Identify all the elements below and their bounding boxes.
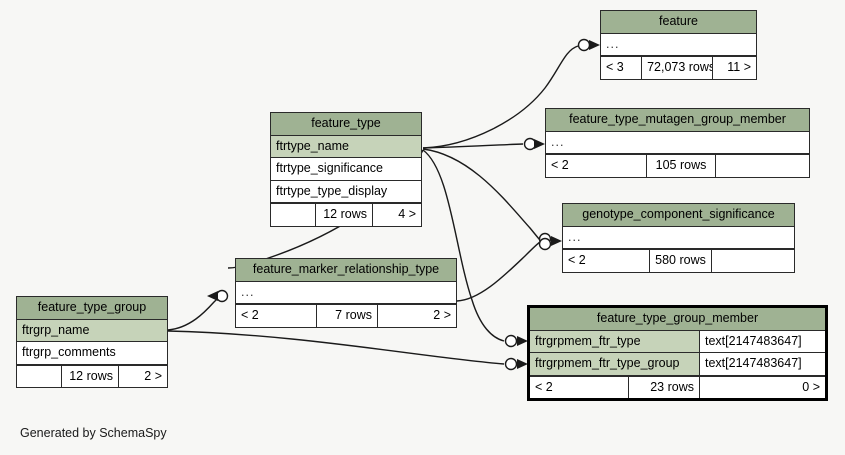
- column-name: ftrtype_name: [271, 135, 421, 157]
- footer-row-count: 105 rows: [646, 155, 715, 177]
- table-title: genotype_component_significance: [563, 204, 794, 227]
- footer-row-count: 580 rows: [649, 250, 711, 272]
- edge-feature-type-to-mutagen-group-member: [422, 143, 524, 149]
- table-feature-type-group-member[interactable]: feature_type_group_member ftrgrpmem_ftr_…: [527, 305, 828, 401]
- table-footer: 12 rows 2 >: [17, 364, 167, 387]
- footer-row-count: 72,073 rows: [641, 57, 713, 79]
- table-row[interactable]: ftrgrp_name: [17, 319, 167, 342]
- table-row[interactable]: ftrtype_type_display: [271, 180, 421, 203]
- table-row[interactable]: ftrgrpmem_ftr_type text[2147483647]: [530, 330, 825, 353]
- arrow-head: [589, 40, 600, 50]
- table-title: feature_type_group_member: [530, 308, 825, 331]
- table-title: feature_type_group: [17, 297, 167, 320]
- footer-parents: < 2: [236, 305, 316, 327]
- footer-row-count: 23 rows: [628, 376, 699, 398]
- edge-feature-type-to-genotype-significance: [422, 148, 541, 241]
- column-name: ftrtype_type_display: [271, 180, 421, 202]
- footer-row-count: 12 rows: [315, 204, 372, 226]
- footer-parents: < 2: [546, 155, 646, 177]
- footer-children: 2 >: [377, 305, 456, 327]
- footer-children: [715, 155, 809, 177]
- table-row[interactable]: ftrgrp_comments: [17, 342, 167, 365]
- footer-parents: < 3: [601, 57, 642, 79]
- table-feature[interactable]: feature ... < 3 72,073 rows 11 >: [600, 10, 757, 80]
- cardinality-circle: [577, 38, 591, 52]
- cardinality-circle: [504, 334, 518, 348]
- footer-parents: < 2: [530, 376, 628, 398]
- column-name: ...: [236, 281, 456, 303]
- cardinality-circle: [504, 357, 518, 371]
- footer-parents: [271, 204, 315, 226]
- column-name: ftrgrpmem_ftr_type_group: [530, 353, 699, 375]
- cardinality-circle: [538, 237, 552, 251]
- table-feature-type[interactable]: feature_type ftrtype_name ftrtype_signif…: [270, 112, 422, 227]
- table-title: feature_marker_relationship_type: [236, 259, 456, 282]
- footer-children: 11 >: [712, 57, 756, 79]
- table-row[interactable]: ...: [601, 33, 756, 56]
- cardinality-circle: [538, 232, 552, 246]
- table-footer: < 2 23 rows 0 >: [530, 375, 825, 398]
- schemaspy-credit: Generated by SchemaSpy: [20, 426, 167, 440]
- table-footer: 12 rows 4 >: [271, 203, 421, 226]
- footer-children: 2 >: [118, 365, 167, 387]
- table-title: feature: [601, 11, 756, 34]
- arrow-head: [207, 291, 218, 301]
- column-name: ftrgrp_name: [17, 319, 167, 341]
- column-name: ...: [563, 226, 794, 248]
- edge-group-to-group-member-ftr-type-group: [167, 330, 505, 365]
- footer-children: 4 >: [372, 204, 421, 226]
- column-type: text[2147483647]: [699, 330, 825, 352]
- arrow-head: [551, 236, 562, 246]
- column-name: ...: [546, 131, 809, 153]
- table-title: feature_type_mutagen_group_member: [546, 109, 809, 132]
- column-type: text[2147483647]: [699, 353, 825, 375]
- table-row[interactable]: ...: [546, 131, 809, 154]
- footer-parents: < 2: [563, 250, 649, 272]
- column-name: ftrgrpmem_ftr_type: [530, 330, 699, 352]
- table-row[interactable]: ...: [236, 281, 456, 304]
- footer-parents: [17, 365, 61, 387]
- column-name: ...: [601, 33, 756, 55]
- table-feature-type-group[interactable]: feature_type_group ftrgrp_name ftrgrp_co…: [16, 296, 168, 388]
- table-row[interactable]: ftrtype_name: [271, 135, 421, 158]
- table-row[interactable]: ftrgrpmem_ftr_type_group text[2147483647…: [530, 353, 825, 376]
- table-row[interactable]: ftrtype_significance: [271, 158, 421, 181]
- table-footer: < 3 72,073 rows 11 >: [601, 56, 756, 79]
- table-row[interactable]: ...: [563, 226, 794, 249]
- table-footer: < 2 580 rows: [563, 249, 794, 272]
- footer-row-count: 7 rows: [316, 305, 377, 327]
- table-feature-type-mutagen-group-member[interactable]: feature_type_mutagen_group_member ... < …: [545, 108, 810, 178]
- edge-group-to-marker-relationship-type: [167, 295, 222, 331]
- arrow-head: [534, 139, 545, 149]
- table-title: feature_type: [271, 113, 421, 136]
- footer-children: [711, 250, 794, 272]
- cardinality-circle: [523, 137, 537, 151]
- table-feature-marker-relationship-type[interactable]: feature_marker_relationship_type ... < 2…: [235, 258, 457, 328]
- column-name: ftrgrp_comments: [17, 342, 167, 364]
- table-footer: < 2 7 rows 2 >: [236, 304, 456, 327]
- edge-marker-relationship-to-genotype-significance: [456, 241, 541, 302]
- footer-children: 0 >: [699, 376, 825, 398]
- column-name: ftrtype_significance: [271, 158, 421, 180]
- footer-row-count: 12 rows: [61, 365, 118, 387]
- cardinality-circle: [215, 289, 229, 303]
- table-genotype-component-significance[interactable]: genotype_component_significance ... < 2 …: [562, 203, 795, 273]
- table-footer: < 2 105 rows: [546, 154, 809, 177]
